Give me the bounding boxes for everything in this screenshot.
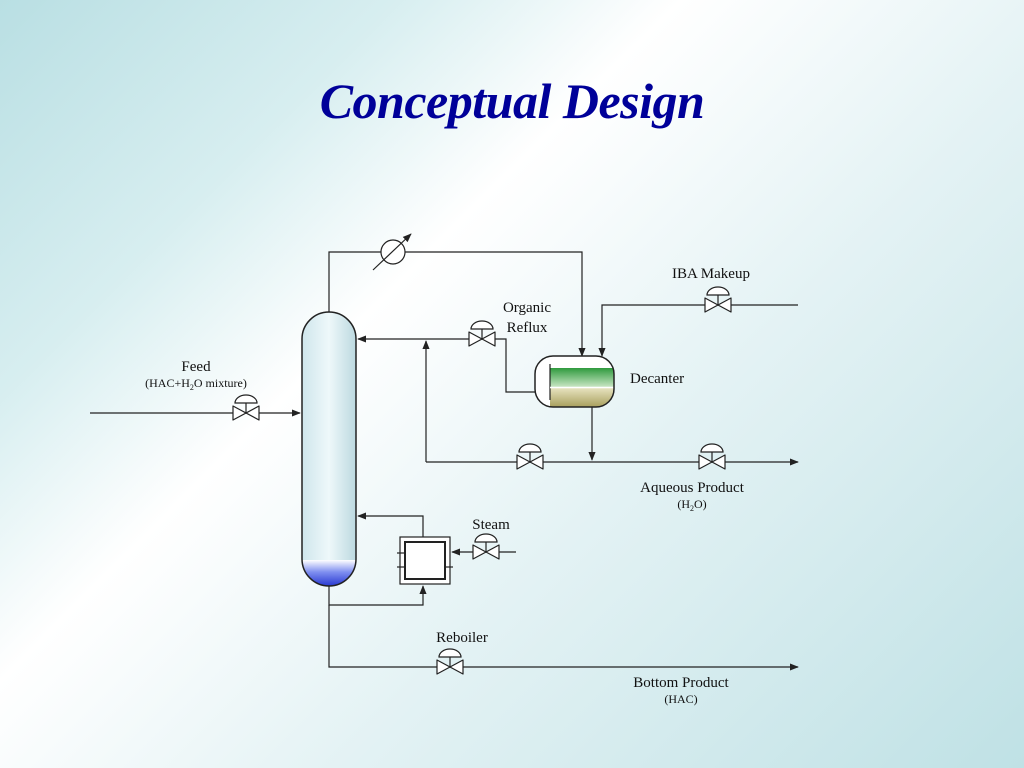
aqueous-product-label: Aqueous Product [640, 480, 745, 496]
iba-makeup-label: IBA Makeup [672, 266, 750, 282]
reboiler-label: Reboiler [436, 630, 488, 646]
iba-makeup-valve[interactable] [704, 286, 732, 313]
reboiler-feed-line [328, 585, 427, 606]
decanter-vessel [534, 355, 615, 408]
feed-composition-label: (HAC+H2O mixture) [145, 376, 247, 392]
aqueous-composition-label: (H2O) [677, 497, 706, 513]
steam-valve[interactable] [472, 533, 500, 560]
iba-makeup-line [598, 304, 798, 357]
reboiler-return-line [357, 512, 424, 537]
aqueous-product-valve[interactable] [698, 443, 726, 470]
decanter-organic-phase [550, 368, 614, 387]
bottom-composition-label: (HAC) [664, 692, 697, 706]
overhead-line [328, 251, 586, 357]
aqueous-recycle-valve[interactable] [516, 443, 544, 470]
feed-label: Feed [181, 359, 211, 375]
distillation-column [301, 311, 357, 587]
slide-title: Conceptual Design [319, 73, 705, 129]
organic-reflux-label-line2: Reflux [507, 320, 548, 336]
steam-label: Steam [472, 517, 510, 533]
bottom-product-label: Bottom Product [633, 675, 729, 691]
decanter-label: Decanter [630, 371, 684, 387]
bottom-product-line [328, 605, 799, 671]
organic-reflux-label: Organic [503, 300, 551, 316]
reboiler-exchanger [397, 536, 453, 585]
decanter-aqueous-phase [550, 388, 614, 407]
bottom-product-valve[interactable] [436, 648, 464, 675]
feed-valve[interactable] [232, 394, 260, 421]
organic-reflux-line [357, 335, 535, 393]
organic-reflux-valve[interactable] [468, 320, 496, 347]
condenser-icon [372, 233, 412, 271]
